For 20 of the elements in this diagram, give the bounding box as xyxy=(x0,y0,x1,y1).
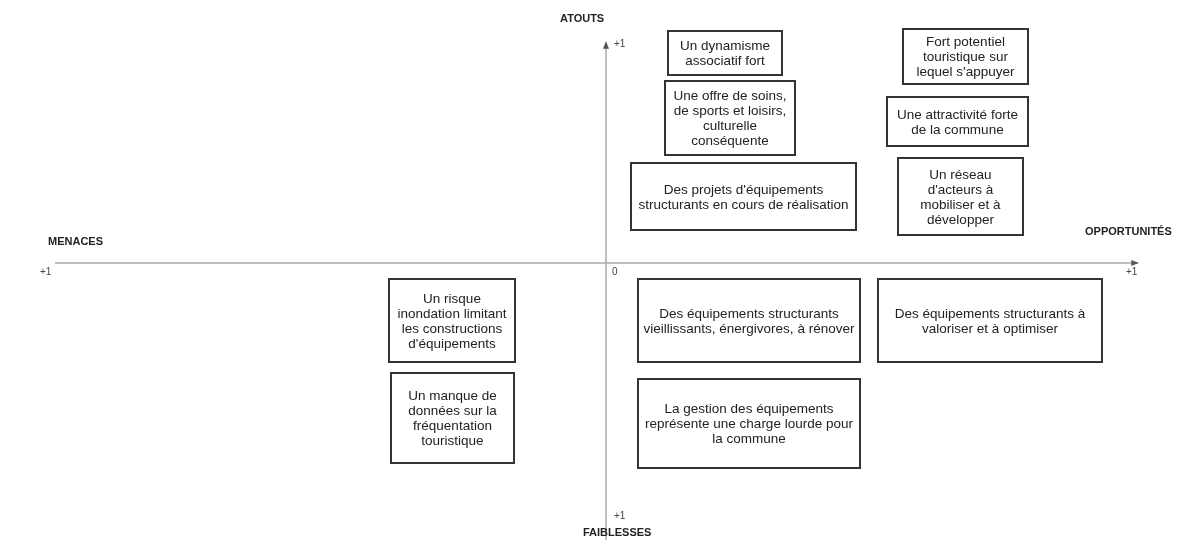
text-box: La gestion des équipements représente une charge lourde pour la commune xyxy=(637,378,861,469)
text-box: Un dynamisme associatif fort xyxy=(667,30,783,76)
text-box: Un réseau d'acteurs à mobiliser et à développer xyxy=(897,157,1024,236)
text-box: Une attractivité forte de la commune xyxy=(886,96,1029,147)
text-box: Une offre de soins, de sports et loisirs, culturelle conséquente xyxy=(664,80,796,156)
axis-title: MENACES xyxy=(48,235,103,247)
text-box: Des équipements structurants vieillissants, énergivores, à rénover xyxy=(637,278,861,363)
text-box: Des équipements structurants à valoriser et à optimiser xyxy=(877,278,1103,363)
text-box: Fort potentiel touristique sur lequel s'appuyer xyxy=(902,28,1029,85)
tick-label: +1 xyxy=(1126,266,1138,277)
tick-label: 0 xyxy=(612,266,618,277)
axis-title: FAIBLESSES xyxy=(583,526,652,538)
text-box: Un manque de données sur la fréquentation touristique xyxy=(390,372,515,464)
tick-label: +1 xyxy=(40,266,52,277)
axis-title: ATOUTS xyxy=(560,12,605,24)
text-box: Des projets d'équipements structurants en cours de réalisation xyxy=(630,162,857,231)
axis-title: OPPORTUNITÉS xyxy=(1085,225,1172,237)
text-box: Un risque inondation limitant les constructions d'équipements xyxy=(388,278,516,363)
tick-label: +1 xyxy=(614,510,626,521)
tick-label: +1 xyxy=(614,38,626,49)
